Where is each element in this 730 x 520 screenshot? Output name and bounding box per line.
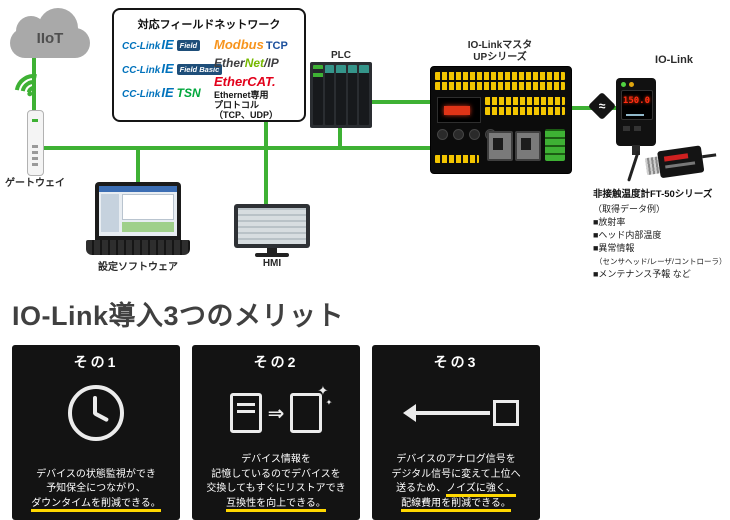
master-label: IO-Linkマスタ UPシリーズ (430, 40, 570, 64)
terminal-block (485, 97, 565, 105)
master-display (437, 97, 481, 123)
tsn-text: TSN (176, 86, 201, 100)
sensor-panel-line: ■放射率 (593, 217, 626, 227)
ethernet-ip-logo: EtherNet/IP (214, 56, 279, 70)
card-3-title: その3 (433, 354, 479, 370)
sensor-panel-line: ■メンテナンス予報 など (593, 269, 691, 279)
iolink-master-device (430, 66, 572, 174)
ethercat-logo: EtherCAT. (214, 74, 276, 89)
line-main-bus (33, 146, 433, 150)
cclink-brand: CC-Link (122, 41, 161, 52)
iiot-cloud: IIoT (6, 6, 94, 60)
master-power-terminal (545, 129, 565, 161)
merits-heading: IO-Link導入3つのメリット (12, 301, 345, 331)
ethernet-note-2: プロトコル (214, 100, 260, 110)
line-plc-drop (338, 126, 342, 148)
terminal-block (435, 72, 565, 80)
sensor-series-title: 非接触温度計FT-50シリーズ (593, 189, 713, 200)
card-1-title: その1 (73, 354, 119, 370)
gateway-label: ゲートウェイ (5, 178, 65, 189)
sensor-led-amber (629, 82, 634, 87)
ethernet-port-2 (515, 131, 541, 161)
ethernet-note-3: （TCP、UDP） (214, 110, 279, 120)
merit-card-1: その1 デバイスの状態監視ができ予知保全につながり、ダウンタイムを削減できる。 (12, 345, 180, 520)
sparkle-icon: ✦ (325, 398, 333, 407)
iolink-sensor-amplifier: 150.0 (616, 78, 656, 155)
ethernet-port-1 (487, 131, 513, 161)
sensor-led-green (621, 82, 626, 87)
restore-arrow-glyph: ⇒ (267, 402, 285, 425)
clock-icon (68, 380, 124, 446)
signal-arrow-icon (394, 380, 519, 446)
sensor-head-label (663, 153, 689, 162)
hmi-label: HMI (262, 258, 282, 269)
master-label-line2: UPシリーズ (473, 52, 527, 63)
terminal-block (435, 82, 565, 90)
ethernet-note-1: Ethernet専用 (214, 90, 269, 100)
line-laptop-drop (136, 150, 140, 186)
sparkle-icon: ✦ (317, 383, 329, 398)
merit-card-2: その2 ⇒ ✦ ✦ デバイス情報を記憶しているのでデバイスを交換してもすぐにリス… (192, 345, 360, 520)
line-plc-master (370, 100, 432, 104)
card-1-text: デバイスの状態監視ができ予知保全につながり、ダウンタイムを削減できる。 (31, 468, 161, 512)
field-badge: Field (176, 40, 201, 51)
cloud-label: IIoT (36, 30, 64, 47)
sensor-panel-line: ■異常情報 (593, 243, 635, 253)
merit-cards: その1 デバイスの状態監視ができ予知保全につながり、ダウンタイムを削減できる。 … (12, 345, 540, 520)
terminal-block (435, 155, 479, 163)
iolink-cable-connector-icon: ≈ (587, 91, 617, 121)
line-master-connector (568, 106, 596, 110)
card-2-text: デバイス情報を記憶しているのでデバイスを交換してもすぐにリストアでき互換性を向上… (206, 453, 346, 512)
sensor-cable (627, 150, 640, 182)
line-cloud-gateway (32, 58, 36, 112)
merit-card-3: その3 デバイスのアナログ信号をデジタル信号に変えて上位へ送るため、ノイズに強く… (372, 345, 540, 520)
config-software-laptop (86, 182, 190, 258)
master-label-line1: IO-Linkマスタ (467, 40, 533, 51)
card-3-text: デバイスのアナログ信号をデジタル信号に変えて上位へ送るため、ノイズに強く、配線費… (391, 453, 521, 512)
sensor-panel-line: （取得データ例） (593, 204, 666, 214)
sensor-info-panel: 非接触温度計FT-50シリーズ （取得データ例） ■放射率 ■ヘッド内部温度 ■異常情… (593, 186, 730, 281)
hmi-screen (238, 208, 306, 244)
field-network-title: 対応フィールドネットワーク (137, 19, 281, 31)
sensor-panel-line: ■ヘッド内部温度 (593, 230, 662, 240)
line-box-hmi-drop (264, 116, 268, 206)
terminal-block (485, 107, 565, 115)
field-basic-badge: Field Basic (176, 64, 223, 75)
software-label: 設定ソフトウェア (98, 262, 178, 273)
sensor-display-value: 150.0 (622, 96, 650, 106)
device-restore-icon: ⇒ ✦ ✦ (229, 380, 332, 446)
wifi-icon (6, 66, 61, 120)
sensor-panel-lines: （取得データ例） ■放射率 ■ヘッド内部温度 ■異常情報 （センサヘッド/レーザ/コント… (593, 203, 730, 281)
laptop-keyboard (86, 240, 190, 255)
plc-device (310, 62, 372, 128)
plc-label: PLC (331, 50, 351, 61)
hmi-device (234, 204, 310, 258)
gateway-device (27, 110, 44, 176)
sensor-panel-line: （センサヘッド/レーザ/コントローラ） (595, 257, 727, 266)
iolink-label: IO-Link (655, 54, 693, 66)
laptop-screen (95, 182, 181, 240)
thermometer-sensor-head (643, 138, 709, 190)
card-2-title: その2 (253, 354, 299, 370)
sensor-screen: 150.0 (621, 90, 653, 120)
cclink-ie: IE (161, 37, 174, 52)
